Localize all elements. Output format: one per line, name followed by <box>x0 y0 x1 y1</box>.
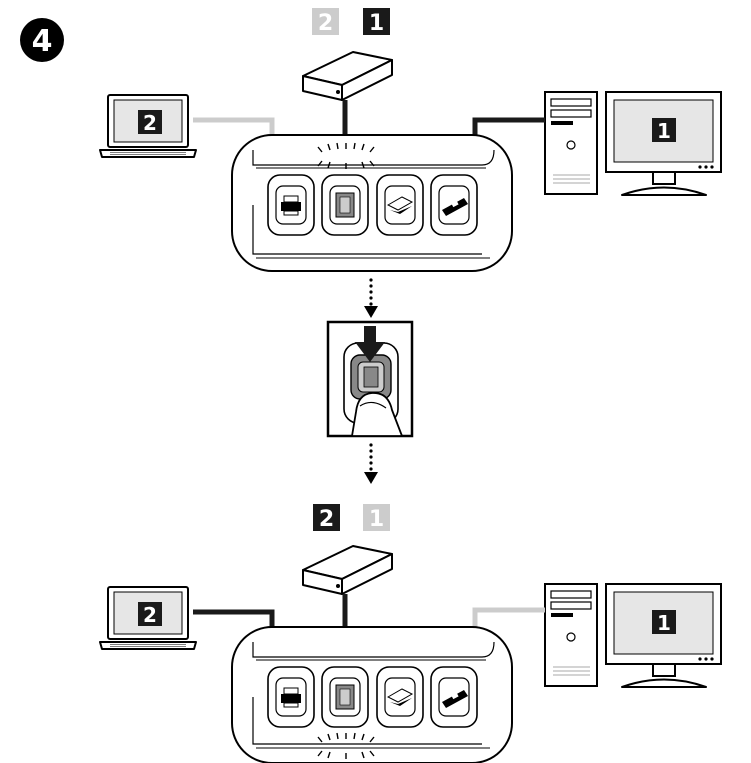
laptop-device-bottom: 2 <box>99 586 197 650</box>
desktop-label-bottom: 1 <box>657 611 671 635</box>
card-reader-button[interactable] <box>430 174 478 236</box>
printer-button[interactable] <box>267 174 315 236</box>
panel-before: 2 1 2 <box>99 8 722 272</box>
usb-hub-device-bottom <box>302 545 393 595</box>
card-reader-icon <box>442 690 468 708</box>
laptop-label: 2 <box>143 111 157 135</box>
scanner-icon <box>386 688 414 706</box>
usb-switch-box <box>231 134 513 272</box>
hub-label-1-bottom: 1 <box>363 504 390 532</box>
printer-icon <box>281 687 301 708</box>
step-badge: 4 <box>20 18 64 62</box>
step-number: 4 <box>32 24 53 59</box>
usb-hub-device <box>302 51 393 101</box>
panel-after: 2 1 2 <box>99 504 722 763</box>
desktop-label: 1 <box>657 119 671 143</box>
desktop-computer-bottom: 1 <box>544 583 722 688</box>
scanner-button[interactable] <box>376 174 424 236</box>
flow-arrow-1 <box>364 278 378 318</box>
book-scanner-icon <box>335 684 355 710</box>
hub-label-1-top: 1 <box>363 8 390 36</box>
book-scanner-button-bottom[interactable] <box>321 666 369 728</box>
card-reader-button-bottom[interactable] <box>430 666 478 728</box>
svg-text:1: 1 <box>369 11 384 36</box>
flow-arrow-2 <box>364 443 378 484</box>
desktop-computer: 1 <box>544 91 722 196</box>
led-active-icon-bottom <box>317 732 375 759</box>
book-scanner-icon <box>335 192 355 218</box>
usb-switch-box-bottom <box>231 626 513 763</box>
scanner-icon <box>386 196 414 214</box>
finger-press-icon <box>351 392 403 437</box>
svg-text:2: 2 <box>318 11 333 36</box>
svg-text:1: 1 <box>369 507 384 532</box>
laptop-label-bottom: 2 <box>143 603 157 627</box>
hub-label-2-bottom: 2 <box>313 504 340 532</box>
led-active-icon <box>317 142 375 169</box>
action-press-box <box>326 320 414 438</box>
laptop-device: 2 <box>99 94 197 158</box>
book-scanner-button[interactable] <box>321 174 369 236</box>
card-reader-icon <box>442 198 468 216</box>
printer-icon <box>281 195 301 216</box>
printer-button-bottom[interactable] <box>267 666 315 728</box>
svg-text:2: 2 <box>319 507 334 532</box>
scanner-button-bottom[interactable] <box>376 666 424 728</box>
arrow-down-icon <box>355 326 385 362</box>
hub-label-2-top: 2 <box>312 8 339 36</box>
